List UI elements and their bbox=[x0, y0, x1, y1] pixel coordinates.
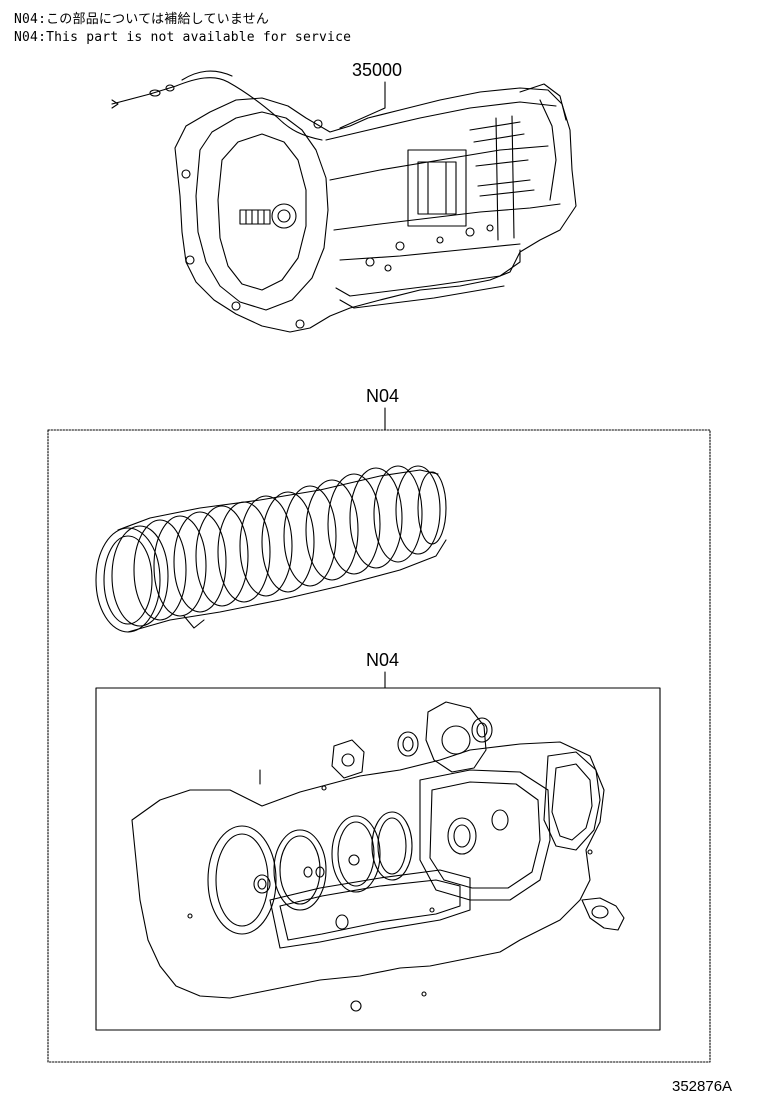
figure-id: 352876A bbox=[672, 1078, 733, 1095]
callout-n04-kit[interactable]: N04 bbox=[366, 386, 400, 406]
transmission-assembly-drawing[interactable] bbox=[111, 70, 577, 333]
clutch-disc-stack-drawing[interactable] bbox=[95, 465, 447, 633]
callout-n04-gasket-kit[interactable]: N04 bbox=[366, 650, 400, 670]
note-english: N04:This part is not available for servi… bbox=[14, 30, 352, 45]
overhaul-kit-box bbox=[47, 407, 711, 1063]
gasket-kit-box bbox=[95, 671, 661, 1031]
gasket-set-drawing[interactable] bbox=[131, 701, 625, 1012]
callout-35000[interactable]: 35000 bbox=[352, 60, 403, 80]
note-japanese: N04:この部品については補給していません bbox=[14, 12, 270, 27]
